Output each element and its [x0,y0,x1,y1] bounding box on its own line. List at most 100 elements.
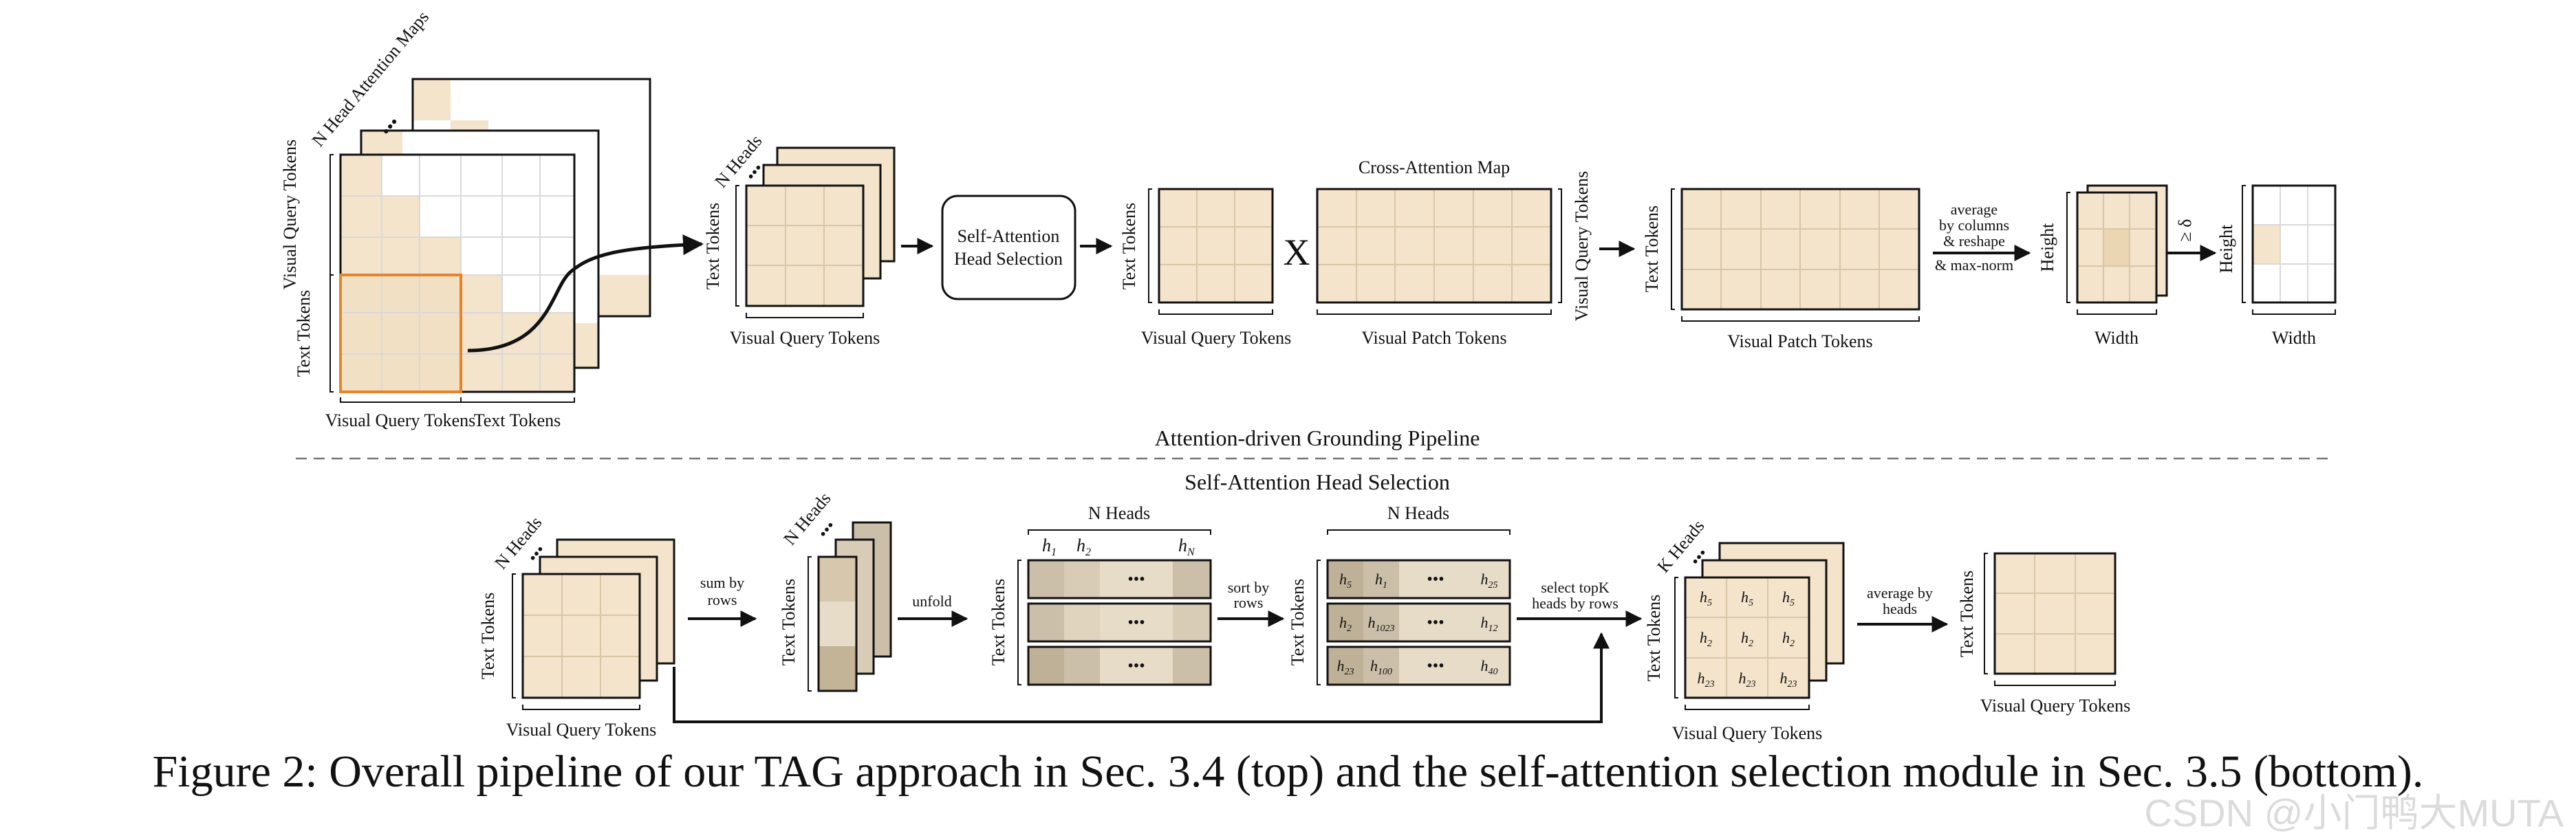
text-tokens-rot-label: Text Tokens [294,290,314,377]
text-tokens-label-f: Text Tokens [1957,571,1977,658]
sort-rows-label: rows [1234,594,1264,611]
ellipsis-dots-c1: ••• [1127,571,1145,588]
visual-query-tokens-bottom-label: Visual Query Tokens [325,410,476,430]
sorted-ellipsis: ••• [1427,571,1444,588]
width-label-2: Width [2272,328,2316,348]
text-tokens-bottom-label: Text Tokens [474,410,561,430]
topk-grid-labels: h5 h5 h5 h2 h2 h2 h23 h23 h23 [1698,588,1797,690]
visual-query-tokens-label-e: Visual Query Tokens [1672,723,1823,743]
topk-cell-label: h23 [1698,670,1715,690]
text-tokens-label-5: Text Tokens [1642,206,1662,293]
text-tokens-label-3: Text Tokens [1119,203,1139,290]
sorted-head-label: h40 [1481,657,1498,677]
text-tokens-label-b: Text Tokens [779,579,799,666]
sorted-head-label: h5 [1339,571,1352,591]
sorted-rows: h5 h1 ••• h25 h2 h1023 ••• h12 h23 h100 ••• h40 [1326,559,1511,686]
attention-map-front [339,153,576,393]
topk-heads-stack: h5 h5 h5 h2 h2 h2 h23 h23 h23 [1684,542,1845,699]
width-label-1: Width [2095,328,2139,348]
topk-cell-label: h23 [1739,670,1756,690]
head-selection-module: Self-Attention Head Selection N Heads ••… [478,470,2130,743]
visual-query-tokens-label-f: Visual Query Tokens [1980,696,2131,716]
text-tokens-label-a: Text Tokens [478,593,498,680]
sorted-head-label: h23 [1337,657,1354,677]
sorted-ellipsis: ••• [1427,614,1444,632]
heatmap-stack [2076,184,2168,304]
unfolded-row [1027,602,1212,643]
threshold-label: ≥ δ [2175,219,2195,241]
topk-cell-label: h2 [1782,629,1795,649]
ellipsis-dots-b: ••• [815,518,840,542]
visual-patch-tokens-label-5: Visual Patch Tokens [1727,331,1872,351]
topk-cell-label: h2 [1700,629,1712,649]
unfold-label: unfold [912,593,951,610]
self-attention-label-2: Head Selection [954,249,1063,269]
select-topk-label-2: heads by rows [1532,595,1619,612]
n-heads-label-d: N Heads [1387,503,1449,523]
selected-head-matrix [1158,188,1274,304]
height-label-1: Height [2037,223,2057,272]
topk-cell-label: h2 [1741,629,1753,649]
visual-query-tokens-label-3: Visual Query Tokens [1141,328,1292,348]
text-tokens-label-d: Text Tokens [1288,579,1308,666]
text-patch-matrix [1680,188,1920,311]
summed-vectors-stack [817,521,892,692]
topk-cell-label: h5 [1782,588,1795,608]
unfolded-row [1027,646,1212,686]
multiply-sign: X [1284,232,1310,273]
section-title: Self-Attention Head Selection [1184,470,1450,494]
height-label-2: Height [2216,224,2236,274]
heads-label: heads [1883,600,1917,617]
unfolded-row [1027,559,1212,599]
ellipsis-dots-c2: ••• [1127,614,1145,632]
extract-arrow [467,234,704,353]
average-note-2: by columns [1939,217,2009,234]
sum-by-label: sum by [700,574,744,591]
averaged-matrix [1993,552,2117,675]
n-heads-label-c: N Heads [1088,503,1150,523]
binary-mask [2251,184,2337,304]
heads-stack-a [521,538,675,699]
average-note-1: average [1951,201,1998,218]
n-heads-stack [745,146,896,307]
text-tokens-label-2: Text Tokens [703,203,723,290]
bypass-arrow [673,632,1610,723]
ellipsis-dots-c3: ••• [1127,657,1145,675]
text-tokens-label-c: Text Tokens [988,579,1008,666]
cross-attention-map-label: Cross-Attention Map [1359,157,1510,177]
unfolded-rows: ••• ••• ••• [1027,559,1212,686]
sorted-head-label: h12 [1481,614,1498,634]
sum-rows-label: rows [708,591,737,608]
sorted-head-label: h25 [1481,571,1498,591]
pipeline-title: Attention-driven Grounding Pipeline [1155,426,1480,450]
visual-query-tokens-label-a: Visual Query Tokens [506,720,657,740]
h2-label: h2 [1076,536,1091,558]
sorted-head-label: h2 [1339,614,1352,634]
cross-attention-map [1316,188,1552,304]
sorted-head-label: h1023 [1368,614,1395,634]
topk-cell-label: h23 [1780,670,1797,690]
top-pipeline: Visual Query Tokens Text Tokens Visual Q… [280,7,2337,450]
sorted-head-label: h1 [1375,571,1387,591]
topk-cell-label: h5 [1741,588,1753,608]
text-query-region-highlight [339,274,462,393]
h1-label: h1 [1042,536,1057,558]
sort-by-label: sort by [1228,579,1270,596]
visual-patch-tokens-label-4: Visual Patch Tokens [1361,328,1506,348]
watermark: CSDN @小门鸭大MUTA [2144,791,2564,835]
average-note-3: & reshape [1943,232,2005,250]
figure-caption: Figure 2: Overall pipeline of our TAG ap… [152,747,2424,797]
hN-label: hN [1178,536,1195,558]
visual-query-tokens-label-4: Visual Query Tokens [1572,171,1592,322]
sorted-row-labels: h5 h1 ••• h25 h2 h1023 ••• h12 h23 h100 ••• h40 [1337,571,1498,677]
sorted-ellipsis: ••• [1427,657,1444,675]
topk-cell-label: h5 [1700,588,1712,608]
text-tokens-label-e: Text Tokens [1644,595,1664,682]
self-attention-head-selection-box [941,195,1076,300]
select-topk-label-1: select topK [1541,579,1610,596]
self-attention-label-1: Self-Attention [957,226,1060,246]
average-by-label: average by [1867,584,1933,602]
sorted-head-label: h100 [1370,657,1392,677]
average-note-4: & max-norm [1935,256,2013,274]
